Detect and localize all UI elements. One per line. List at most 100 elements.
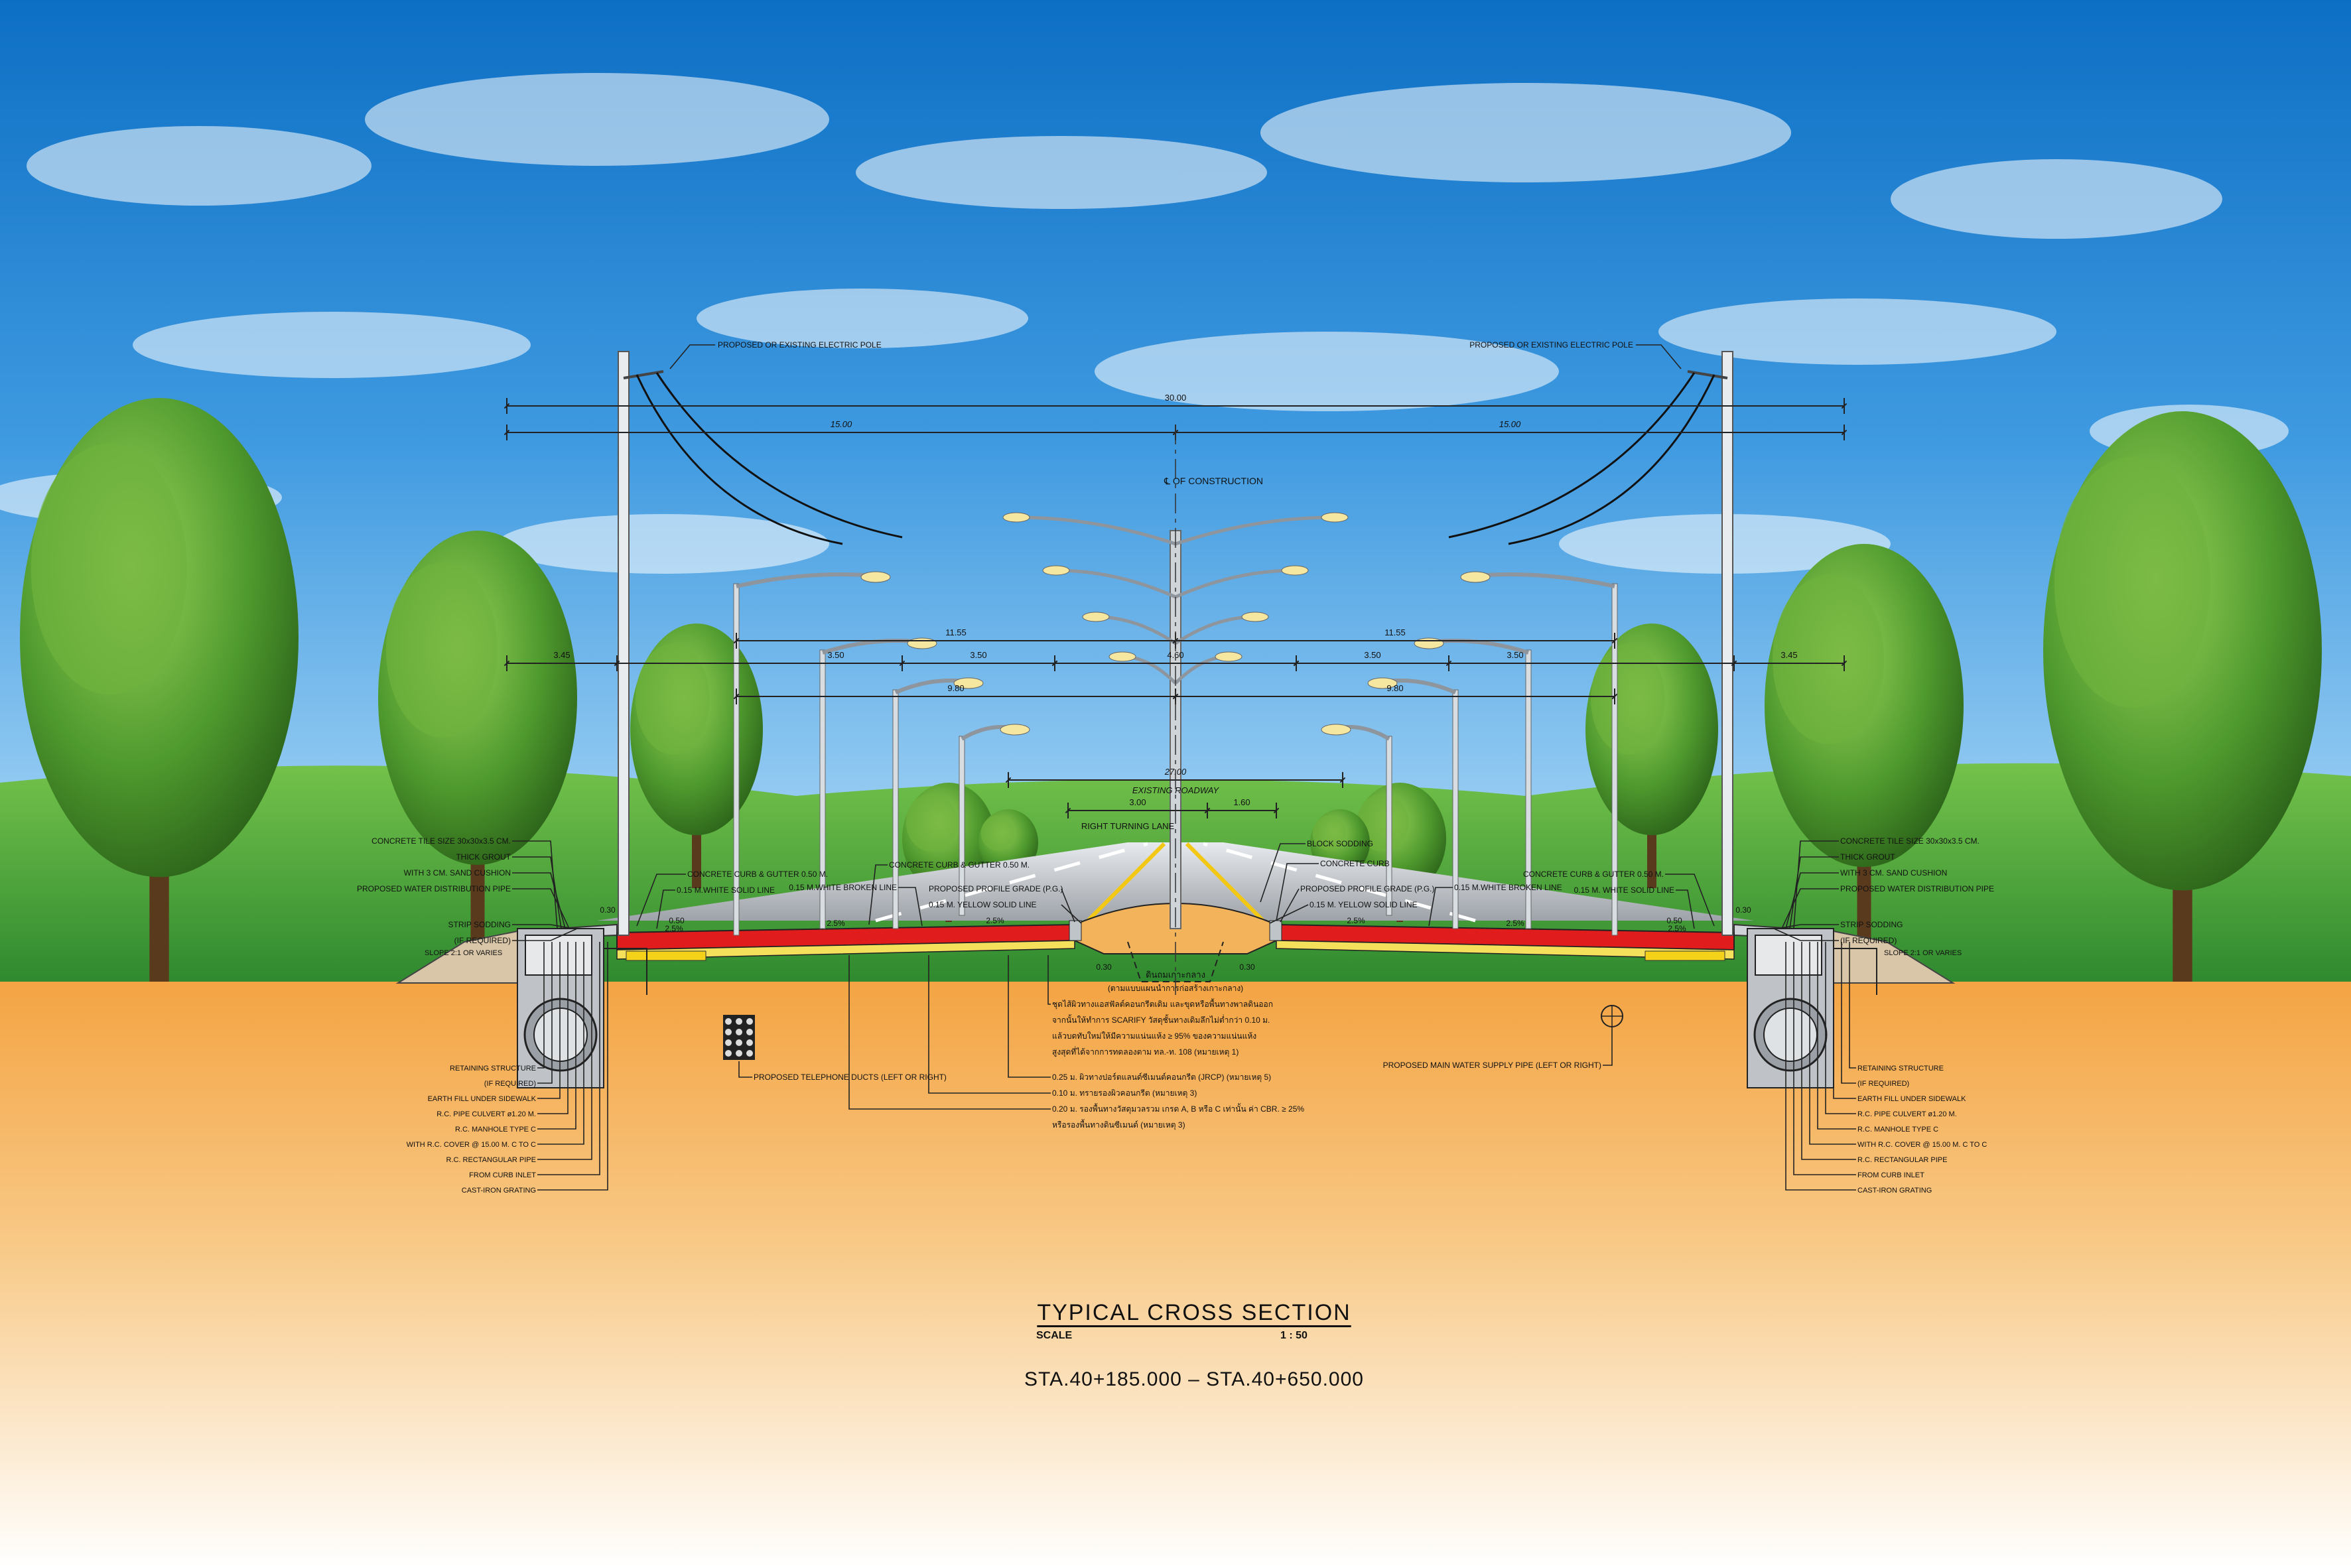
profile-grade-left-label: PROPOSED PROFILE GRADE (P.G.) [929, 884, 1063, 893]
leader-line [1061, 904, 1082, 924]
median-curb-right [1269, 920, 1282, 941]
leader-line [1636, 344, 1682, 369]
street-light [1321, 724, 1392, 916]
right-upper-label: PROPOSED WATER DISTRIBUTION PIPE [1840, 884, 1994, 893]
cloud [133, 312, 531, 378]
dim-carriage-right: 9.80 [1386, 683, 1403, 693]
left-upper-label: CONCRETE TILE SIZE 30x30x3.5 CM. [371, 836, 511, 846]
left-lower-label: (IF REQUIRED) [484, 1080, 536, 1088]
tree [630, 623, 763, 888]
dim-median-b: 0.30 [1239, 962, 1255, 972]
leader-line [1047, 955, 1051, 1005]
left-lower-label: CAST-IRON GRATING [462, 1187, 536, 1195]
leader-line [537, 942, 576, 1130]
right-lower-label: WITH R.C. COVER @ 15.00 M. C TO C [1857, 1141, 1987, 1149]
leader-line [537, 942, 553, 1084]
drawing-title: TYPICAL CROSS SECTION [1037, 1300, 1351, 1325]
dim-median-a: 0.30 [1096, 962, 1112, 972]
left-lower-label: R.C. PIPE CULVERT ø1.20 M. [437, 1110, 536, 1118]
pavement-note: แล้วบดทับใหม่ให้มีความแน่นแห้ง ≥ 95% ของ… [1052, 1031, 1256, 1041]
subbase-left [616, 940, 1075, 960]
street-light [1460, 571, 1618, 936]
dim-side-right: 3.45 [1780, 650, 1797, 660]
leader-line [1793, 942, 1856, 1175]
dim-half-right: 15.00 [1499, 419, 1521, 429]
leader-line [656, 889, 675, 929]
left-lower-label: R.C. RECTANGULAR PIPE [446, 1156, 537, 1164]
water-main-pipe [1601, 1005, 1623, 1027]
left-lower-label: RETAINING STRUCTURE [450, 1065, 536, 1073]
curb-gutter-left-label: CONCRETE CURB & GUTTER 0.50 M. [687, 870, 828, 879]
leader-line [512, 924, 574, 929]
slope-left-bank: SLOPE 2:1 OR VARIES [425, 949, 502, 957]
tree [20, 398, 299, 997]
leader-line [928, 955, 1051, 1094]
left-upper-label: STRIP SODDING [448, 920, 511, 929]
pavement-note: หรือรองพื้นทางดินซีเมนต์ (หมายเหตุ 3) [1052, 1119, 1185, 1130]
leader-line [1676, 889, 1695, 929]
leader-line [1061, 888, 1075, 923]
leader-line [738, 1061, 752, 1078]
right-upper-label: WITH 3 CM. SAND CUSHION [1840, 868, 1947, 878]
leader-line [1781, 888, 1839, 929]
leader-line [537, 942, 545, 1069]
tree [378, 531, 577, 948]
telephone-ducts-label: PROPOSED TELEPHONE DUCTS (LEFT OR RIGHT) [754, 1073, 947, 1082]
left-upper-label: PROPOSED WATER DISTRIBUTION PIPE [357, 884, 511, 893]
station-range: STA.40+185.000 – STA.40+650.000 [1024, 1368, 1364, 1390]
leader-line [1276, 863, 1319, 921]
white-solid-right-label: 0.15 M. WHITE SOLID LINE [1574, 885, 1674, 895]
yellow-strip-right [1645, 950, 1725, 961]
leader-line [1665, 874, 1715, 927]
subbase-right [1276, 940, 1735, 960]
leader-line [1809, 942, 1856, 1145]
leader-line [1841, 942, 1856, 1084]
right-lower-label: R.C. RECTANGULAR PIPE [1857, 1156, 1948, 1164]
white-solid-left-label: 0.15 M.WHITE SOLID LINE [677, 885, 775, 895]
cloud [498, 514, 829, 574]
right-lower-label: R.C. PIPE CULVERT ø1.20 M. [1857, 1110, 1957, 1118]
tree [2043, 411, 2322, 1010]
cloud [1095, 332, 1559, 411]
dim-side-left: 3.45 [553, 650, 570, 660]
right-upper-label: (IF REQUIRED) [1840, 936, 1897, 945]
leader-line [1801, 942, 1856, 1160]
median-curb-left [1069, 920, 1082, 941]
cloud [365, 73, 829, 166]
right-upper-label: STRIP SODDING [1840, 920, 1903, 929]
rc-manhole [517, 928, 647, 1088]
leader-line [1603, 1027, 1613, 1066]
yellow-strip-left [626, 950, 706, 961]
right-upper-label: THICK GROUT [1840, 852, 1895, 862]
leader-line [537, 942, 592, 1160]
dim-walk-right: 0.30 [1735, 905, 1751, 915]
right-lower-label: FROM CURB INLET [1857, 1171, 1924, 1179]
dim-half-left: 15.00 [831, 419, 852, 429]
slope-right-lane1: 2.5% [1347, 916, 1365, 925]
slope-left-lane2: 2.5% [986, 916, 1004, 925]
cloud [27, 126, 371, 206]
left-upper-label: WITH 3 CM. SAND CUSHION [404, 868, 511, 878]
leader-line [848, 955, 1051, 1110]
leader-line [1777, 924, 1839, 929]
pavement-note: 0.10 ม. ทรายรองผิวคอนกรีต (หมายเหตุ 3) [1052, 1088, 1197, 1098]
pole-label-left: PROPOSED OR EXISTING ELECTRIC POLE [718, 340, 882, 350]
poles [618, 351, 1733, 936]
right-lower-label: RETAINING STRUCTURE [1857, 1065, 1944, 1073]
leader-line [1008, 955, 1051, 1078]
leader-line [868, 864, 888, 925]
slope-right-walk: 2.5% [1668, 924, 1686, 933]
leader-line [512, 888, 570, 929]
rc-manhole [1747, 928, 1877, 1088]
dim-lane-right-b: 3.50 [1507, 650, 1523, 660]
leader-line [898, 887, 923, 927]
leader-line [1785, 942, 1856, 1191]
cloud [1891, 159, 2222, 239]
leader-line [636, 874, 686, 927]
road-lanes [1086, 842, 1265, 923]
cloud [1260, 83, 1791, 182]
existing-roadway-label: EXISTING ROADWAY [1132, 785, 1220, 795]
left-lower-label: WITH R.C. COVER @ 15.00 M. C TO C [407, 1141, 536, 1149]
block-sodding-label: BLOCK SODDING [1307, 839, 1373, 848]
